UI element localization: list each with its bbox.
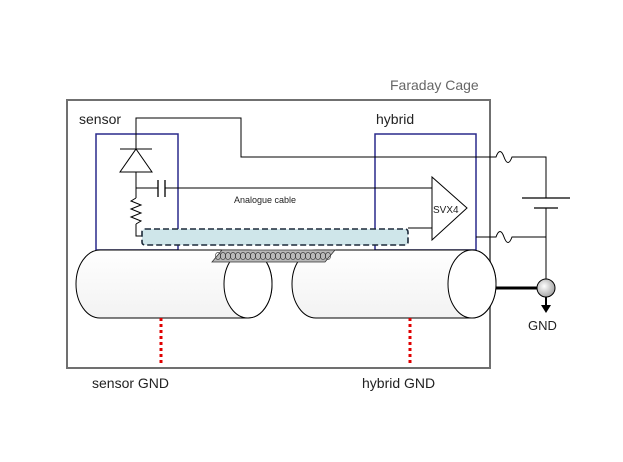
analogue-cable-label: Analogue cable xyxy=(234,195,296,205)
analogue-cable-bar xyxy=(141,228,409,246)
bias-wire xyxy=(135,117,490,158)
hybrid-gnd-label: hybrid GND xyxy=(362,375,435,391)
sensor-gnd-label: sensor GND xyxy=(92,375,169,391)
sensor-label: sensor xyxy=(79,111,121,127)
ground-node xyxy=(536,278,556,298)
svx4-amplifier-icon xyxy=(431,175,468,242)
right-cylinder-end xyxy=(447,249,497,319)
gnd-label: GND xyxy=(528,318,557,333)
faraday-cage-label: Faraday Cage xyxy=(390,77,479,93)
ground-arrow-icon xyxy=(541,305,551,313)
braided-strap xyxy=(211,249,336,263)
bias-wire-crossing xyxy=(490,151,547,198)
return-wire xyxy=(476,231,546,243)
hybrid-label: hybrid xyxy=(376,111,414,127)
resistor-icon xyxy=(129,197,143,225)
diode-icon xyxy=(119,148,153,173)
svx4-label: SVX4 xyxy=(433,205,459,216)
resistor-lead xyxy=(135,224,142,237)
faraday-cage-border xyxy=(66,99,491,369)
braid-link xyxy=(325,252,331,260)
